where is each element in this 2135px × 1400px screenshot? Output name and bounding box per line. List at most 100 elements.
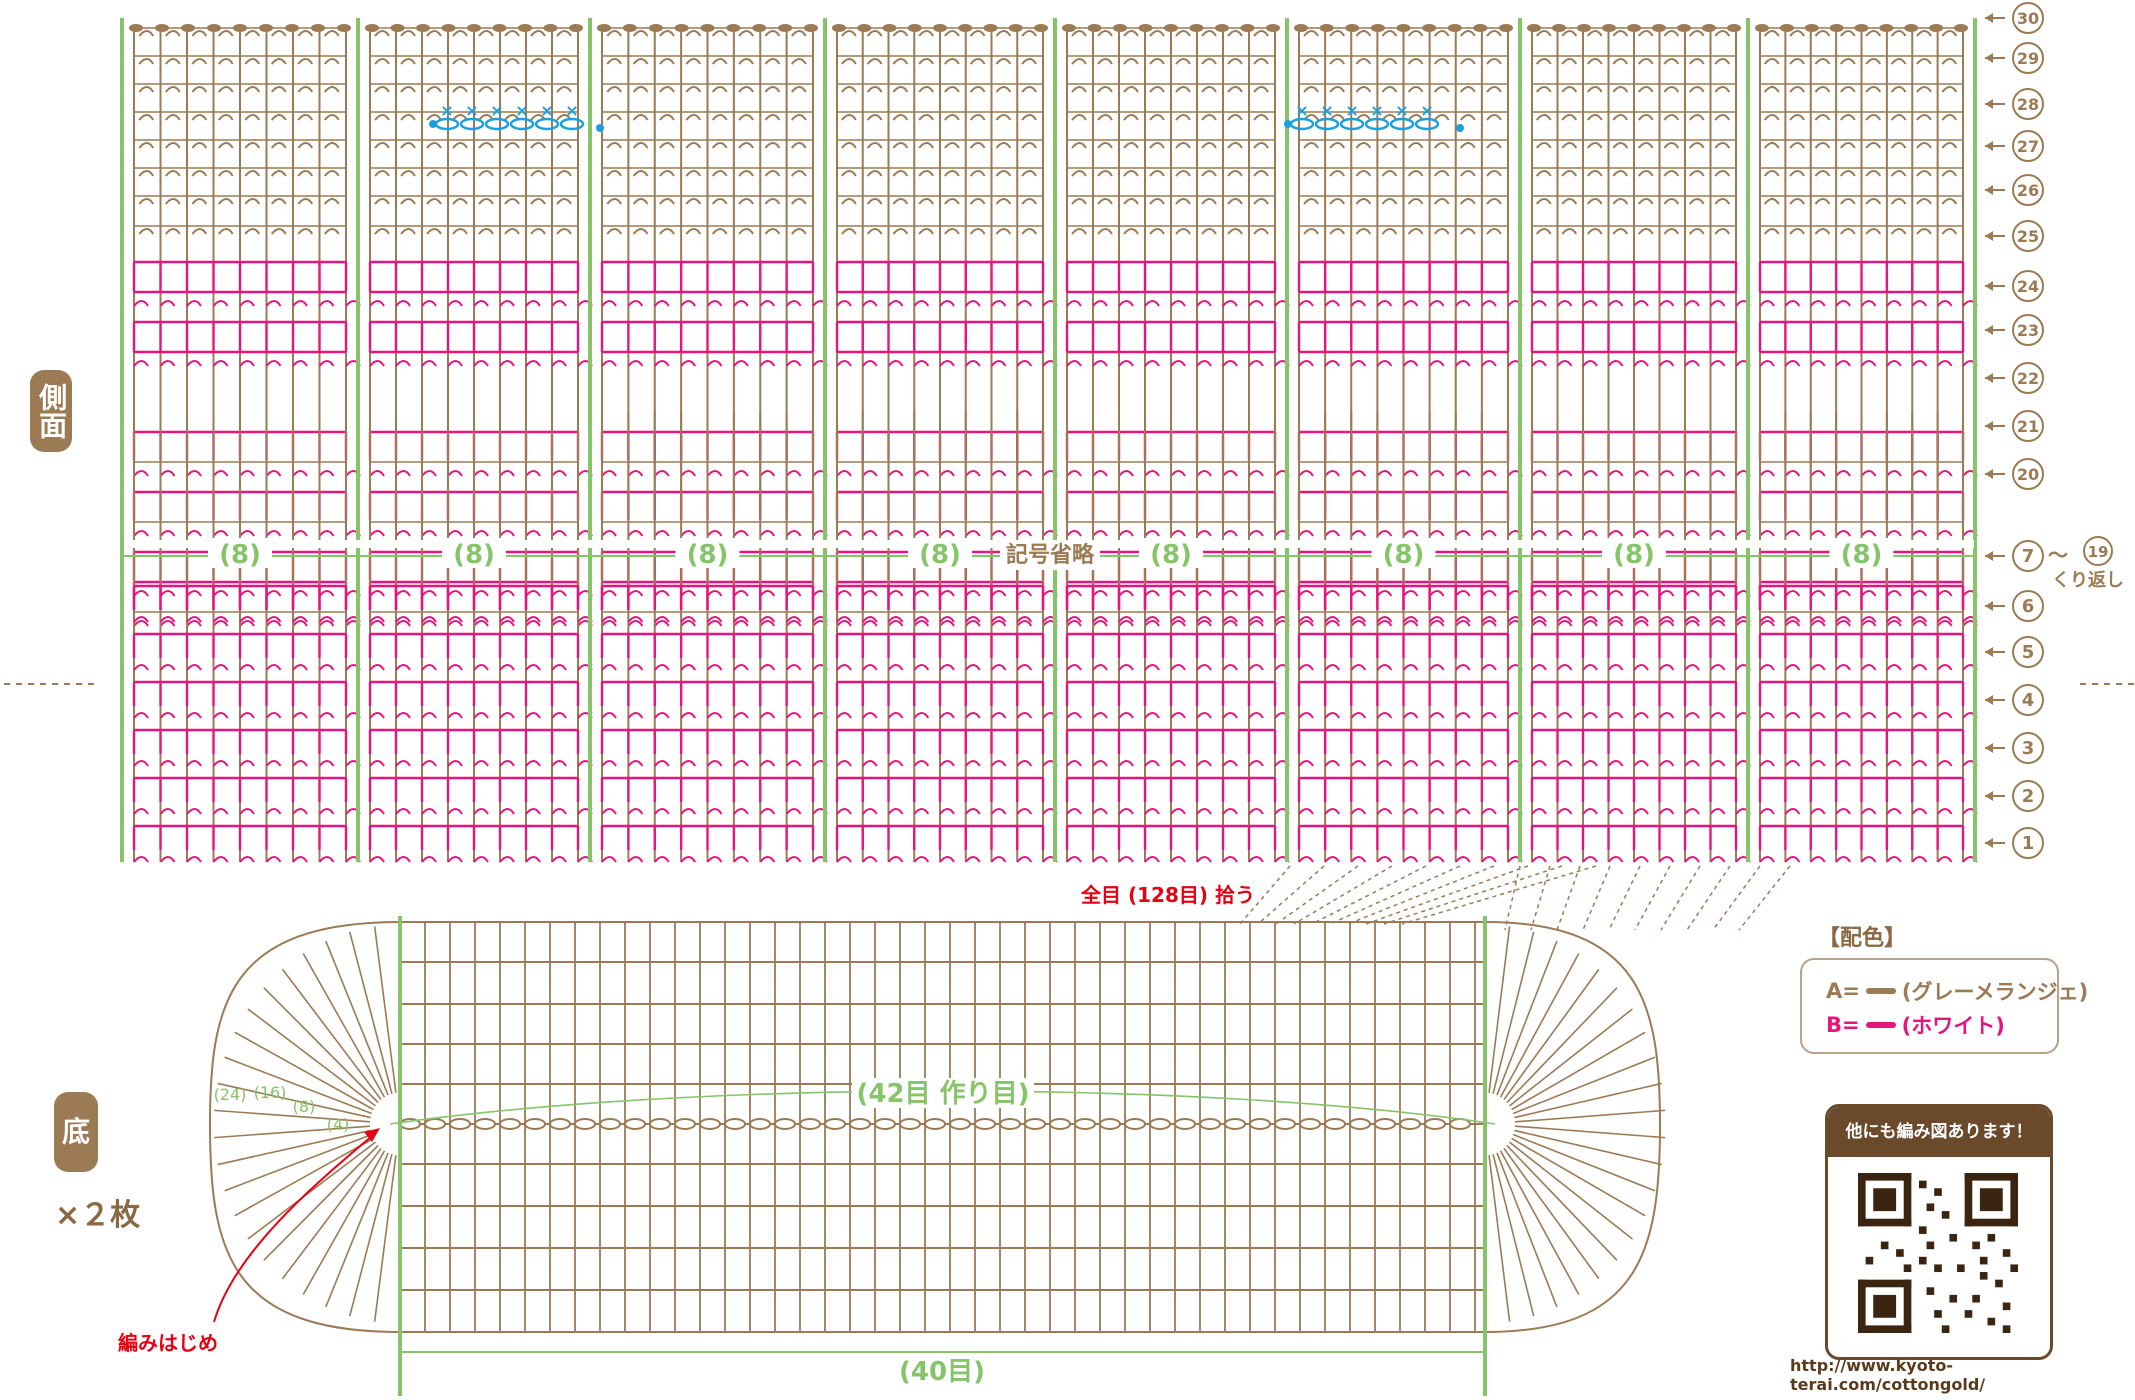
pink-hook [1862,713,1876,718]
stitch-hook [1409,171,1423,176]
pink-hook [1430,809,1444,814]
pink-hook [1558,809,1572,814]
stitch-hook [842,31,856,36]
pink-hook [1325,713,1339,718]
stitch-hook [453,229,467,234]
qr-panel[interactable]: 他にも編み図あります！ [1825,1104,2053,1360]
pink-hook [1456,713,1470,718]
pink-hook [293,471,307,476]
pink-hook [1249,301,1263,306]
pink-hook [1456,857,1470,862]
pink-hook [1558,621,1572,626]
pink-hook [966,809,980,814]
pink-hook [1145,591,1159,596]
pink-hook [1634,713,1648,718]
qr-module [1980,1257,1988,1265]
pink-hook [370,621,384,626]
stitch-hook [971,171,985,176]
stitch-hook [1815,87,1829,92]
stitch-hook [1176,59,1190,64]
row-arrow-head [1985,601,1993,611]
pink-hook [320,665,334,670]
stitch-hook [1382,31,1396,36]
pink-hook [1760,809,1774,814]
stitch-hook [1409,31,1423,36]
pink-hook [1430,665,1444,670]
pink-hook [187,621,201,626]
stitch-hook [298,87,312,92]
stitch-hook [1487,87,1501,92]
stitch-hook [375,199,389,204]
pink-hook [1912,531,1926,536]
row-number: 22 [2017,369,2039,388]
stitch-hook [1382,229,1396,234]
stitch-hook [1765,143,1779,148]
blue-sc: × [565,101,578,120]
stitch-hook [713,171,727,176]
pink-hook [1711,665,1725,670]
chain-stitch [975,1119,995,1129]
pink-hook [1404,471,1418,476]
pink-hook [1609,301,1623,306]
legend-name-b: (ホワイト) [1902,1010,2005,1040]
qr-module [1904,1264,1912,1272]
pink-hook [1067,531,1081,536]
pink-hook [1887,761,1901,766]
qr-module [1980,1188,2003,1211]
pink-hook [1093,809,1107,814]
stitch-hook [272,229,286,234]
stitch-hook [531,31,545,36]
pink-hook [396,621,410,626]
stitch-hook [1435,115,1449,120]
pink-hook [1482,665,1496,670]
stitch-hook [765,115,779,120]
stitch-hook [1098,87,1112,92]
row-arrow-head [1985,373,1993,383]
pink-hook [1119,809,1133,814]
stitch-hook [1435,87,1449,92]
pink-hook [396,809,410,814]
pink-hook [134,761,148,766]
row-number: 28 [2017,95,2039,114]
stitch-hook [1330,199,1344,204]
qr-code-icon[interactable] [1858,1173,2018,1333]
pink-hook [1558,471,1572,476]
stitch-hook [713,229,727,234]
stitch-hook [1815,199,1829,204]
fan-stitch-right [1512,1032,1646,1109]
pink-hook [1197,591,1211,596]
stitch-hook [971,229,985,234]
pink-hook [1887,713,1901,718]
pink-hook [526,361,540,366]
pink-hook [448,713,462,718]
pink-hook [214,621,228,626]
stitch-hook [971,87,985,92]
url-link[interactable]: http://www.kyoto-terai.com/cottongold/ [1790,1356,2135,1394]
pink-hook [1811,665,1825,670]
pink-hook [1171,809,1185,814]
stitch-hook [893,229,907,234]
repeat-start-number: 7 [2022,546,2035,567]
stitch-hook [531,59,545,64]
stitch-hook [1487,199,1501,204]
pink-hook [293,591,307,596]
stitch-hook [1202,115,1216,120]
qr-module [1927,1203,1935,1211]
pink-hook [655,713,669,718]
blue-sc: × [515,101,528,120]
pink-hook [1660,809,1674,814]
blue-chain [461,119,483,129]
pink-hook [1836,301,1850,306]
stitch-hook [245,143,259,148]
pink-hook [474,665,488,670]
pink-hook [526,301,540,306]
top-chain-stitch [623,24,637,32]
pink-hook [1377,361,1391,366]
pink-hook [1171,621,1185,626]
stitch-hook [1790,171,1804,176]
pink-hook [1938,713,1952,718]
pink-hook [1760,531,1774,536]
pink-hook [655,591,669,596]
stitch-hook [1690,87,1704,92]
